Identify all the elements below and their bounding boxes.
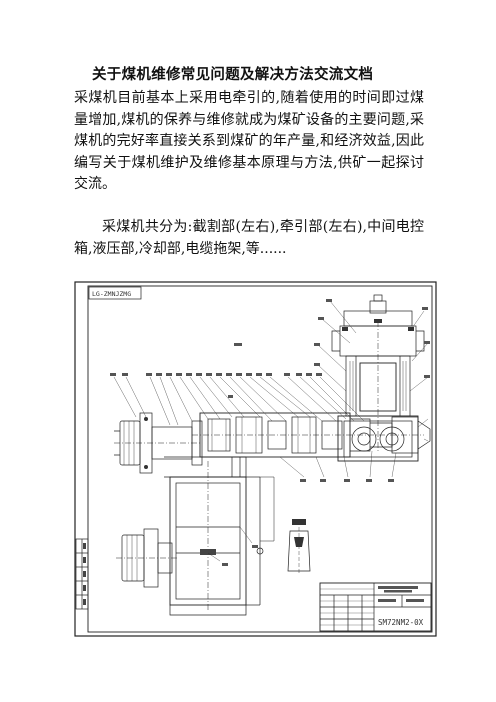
components-paragraph: 采煤机共分为:截割部(左右),牵引部(左右),中间电控箱,液压部,冷却部,电缆拖… [74, 219, 424, 257]
callout-numbers [110, 299, 430, 566]
corner-code-box [88, 286, 142, 300]
main-cylinder-body [164, 456, 261, 616]
drawing-frame [87, 285, 433, 633]
intro-paragraph: 采煤机目前基本上采用电牵引的,随着使用的时间即过煤量增加,煤机的保养与维修就成为… [74, 90, 424, 192]
document-title: 关于煤机维修常见问题及解决方法交流文档 [92, 66, 374, 83]
frame-connections [231, 457, 275, 555]
title-block-code: SM72NM2-0X [378, 618, 424, 627]
shearer-engineering-drawing: LG-ZMNJZMG [74, 281, 437, 637]
title-block: SM72NM2-0X [319, 582, 432, 632]
revision-table [75, 538, 89, 610]
sheet-border [74, 281, 437, 637]
callout-leaders [113, 300, 429, 562]
lower-left-drum [116, 528, 178, 588]
corner-code: LG-ZMNJZMG [92, 290, 131, 298]
left-cutting-unit [114, 412, 203, 474]
upper-motor-assembly [331, 294, 425, 462]
detail-view [287, 519, 311, 575]
traction-gear-train [192, 412, 431, 458]
